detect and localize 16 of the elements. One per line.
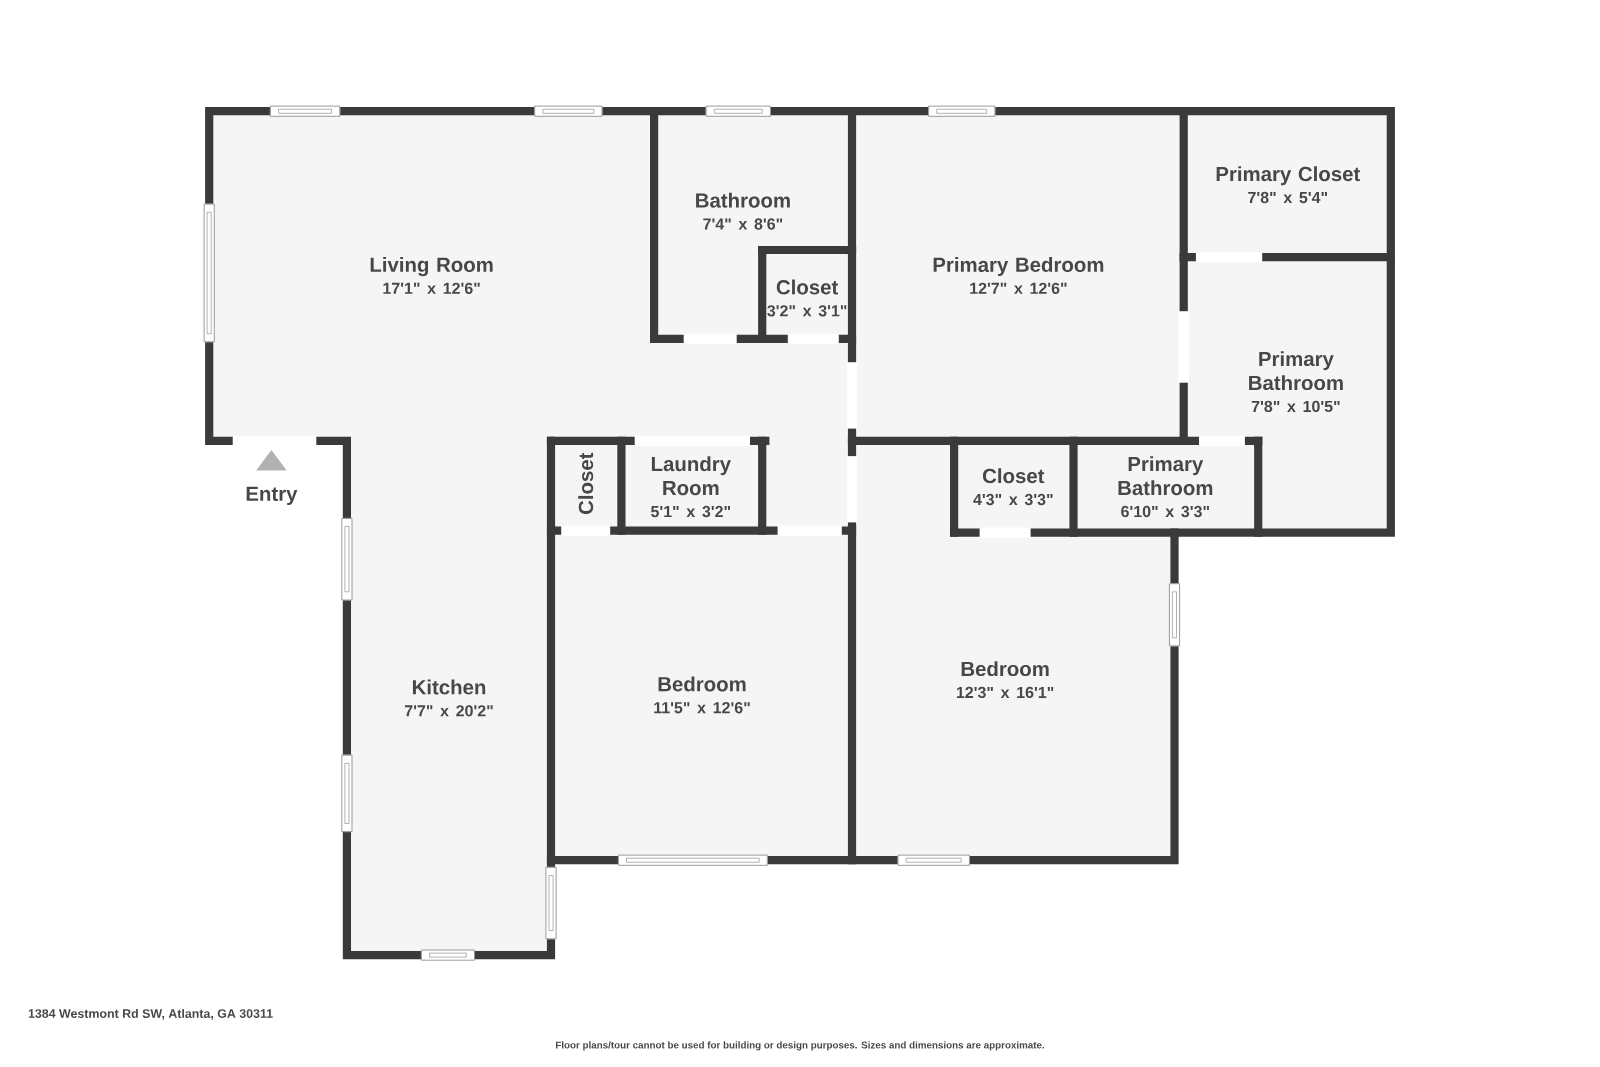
disclaimer-text: Floor plans/tour cannot be used for building or design purposes. Sizes and dimensions are approximate. xyxy=(556,1041,1044,1051)
room-label: Primary Closet 7'8" x 5'4" xyxy=(1216,166,1361,204)
room-label: Bedroom 12'3" x 16'1" xyxy=(956,661,1054,699)
address-text: 1384 Westmont Rd SW, Atlanta, GA 30311 xyxy=(28,1008,273,1020)
room-label: Closet 4'3" x 3'3" xyxy=(973,468,1053,506)
room-label: Primary Bedroom 12'7" x 12'6" xyxy=(933,257,1104,294)
room-label: Living Room 17'1" x 12'6" xyxy=(370,257,493,294)
room-label: Kitchen 7'7" x 20'2" xyxy=(404,679,493,717)
room-label: Closet xyxy=(578,452,594,515)
room-label: Primary Bathroom 7'8" x 10'5" xyxy=(1249,351,1343,413)
room-label: Primary Bathroom 6'10" x 3'3" xyxy=(1118,456,1213,518)
room-label: Bathroom 7'4" x 8'6" xyxy=(696,192,790,230)
room-label: Laundry Room 5'1" x 3'2" xyxy=(651,456,731,518)
room-label: Bedroom 11'5" x 12'6" xyxy=(654,676,750,714)
room-label: Closet 3'2" x 3'1" xyxy=(767,279,847,317)
entry-label: Entry xyxy=(246,486,298,506)
